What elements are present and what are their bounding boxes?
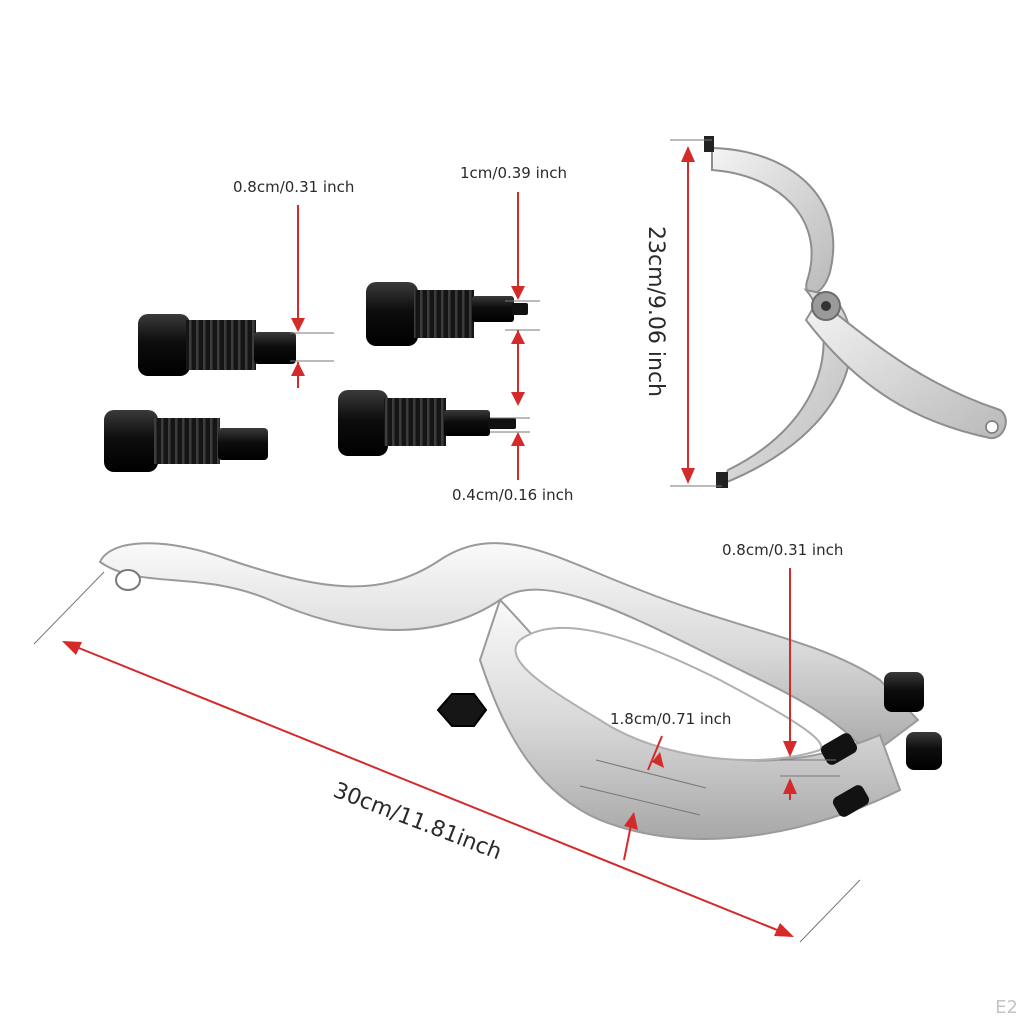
pin-dimension-lines: [290, 192, 540, 480]
pin-bottom-left: [104, 410, 268, 472]
corner-code: E2: [995, 997, 1018, 1018]
label-pin-diameter-left: 0.8cm/0.31 inch: [233, 178, 355, 196]
pin-bottom-right: [338, 390, 516, 456]
label-hook-height: 23cm/9.06 inch: [643, 226, 668, 398]
spanner-dimension-lines: [33, 568, 861, 943]
label-tip-pin-diameter: 0.8cm/0.31 inch: [722, 541, 844, 559]
hook-spanner-side-view: [704, 136, 1007, 488]
label-pin-length-right: 1cm/0.39 inch: [460, 164, 568, 182]
pin-top-left: [138, 314, 296, 376]
spanner-main: [98, 542, 942, 840]
pin-top-right: [366, 282, 528, 346]
label-arm-width: 1.8cm/0.71 inch: [610, 710, 732, 728]
hook-height-dimension: [670, 139, 722, 487]
label-pin-tip-small: 0.4cm/0.16 inch: [452, 486, 574, 504]
